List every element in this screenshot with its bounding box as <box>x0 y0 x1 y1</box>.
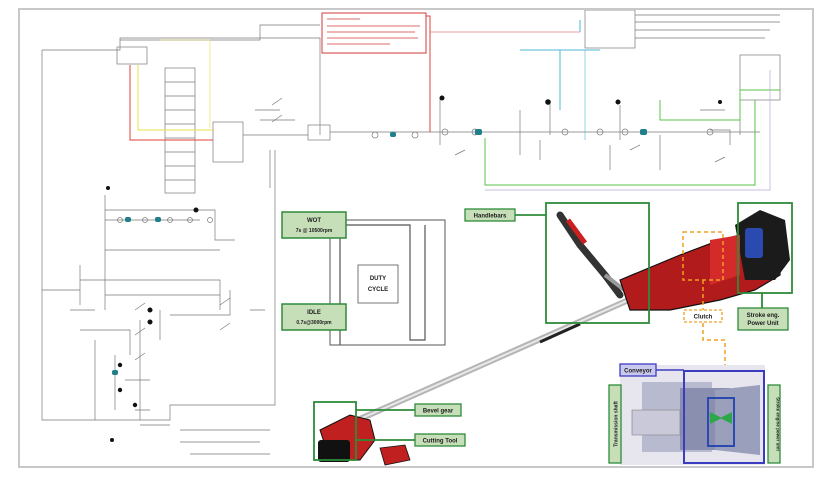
conveyor-detail <box>620 365 765 465</box>
stroke-engine-power-unit-label: Stroke engine power unit <box>776 397 781 451</box>
wot-label-1: WOT <box>307 218 321 224</box>
wot-label-2: 7s @ 10500rpm <box>296 228 333 234</box>
note-box <box>322 13 426 53</box>
colored-wiring <box>130 16 780 190</box>
duty-cycle-label-1: DUTY <box>370 276 386 282</box>
power-unit-label-1: Stroke eng. <box>747 313 780 319</box>
wot-box <box>282 212 346 238</box>
duty-cycle-label-2: CYCLE <box>368 287 388 293</box>
bevel-gear-label: Bevel gear <box>423 409 454 415</box>
conveyor-label: Conveyor <box>624 369 652 375</box>
clutch-label: Clutch <box>694 315 713 321</box>
diagram-canvas: DUTY CYCLE WOT 7s @ 10500rpm IDLE 0.7s@3… <box>20 10 812 466</box>
power-unit-label-2: Power Unit <box>747 321 778 327</box>
idle-label-2: 0.7s@3000rpm <box>296 320 332 326</box>
transmission-shaft-label: Transmission shaft <box>614 401 620 447</box>
idle-label-1: IDLE <box>307 310 321 316</box>
idle-box <box>282 304 346 330</box>
handlebars-label: Handlebars <box>474 214 507 220</box>
diagram-frame: DUTY CYCLE WOT 7s @ 10500rpm IDLE 0.7s@3… <box>18 8 814 468</box>
cutting-tool-label: Cutting Tool <box>423 439 458 445</box>
duty-cycle-block: DUTY CYCLE WOT 7s @ 10500rpm IDLE 0.7s@3… <box>282 212 445 345</box>
